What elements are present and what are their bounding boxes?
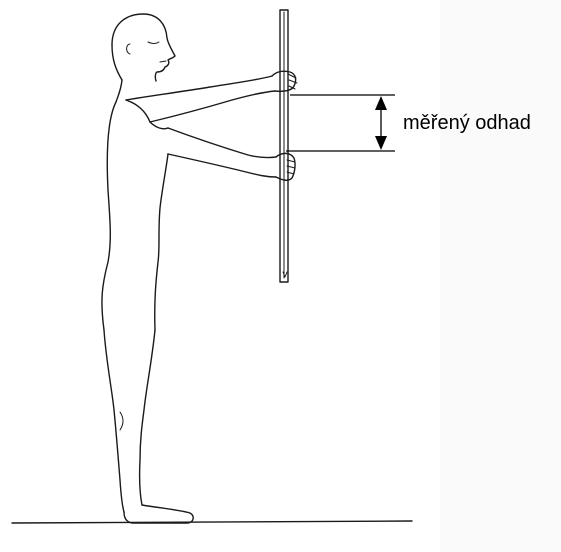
measurement-label: měřený odhad [403,112,531,134]
paper-shade [440,0,561,552]
